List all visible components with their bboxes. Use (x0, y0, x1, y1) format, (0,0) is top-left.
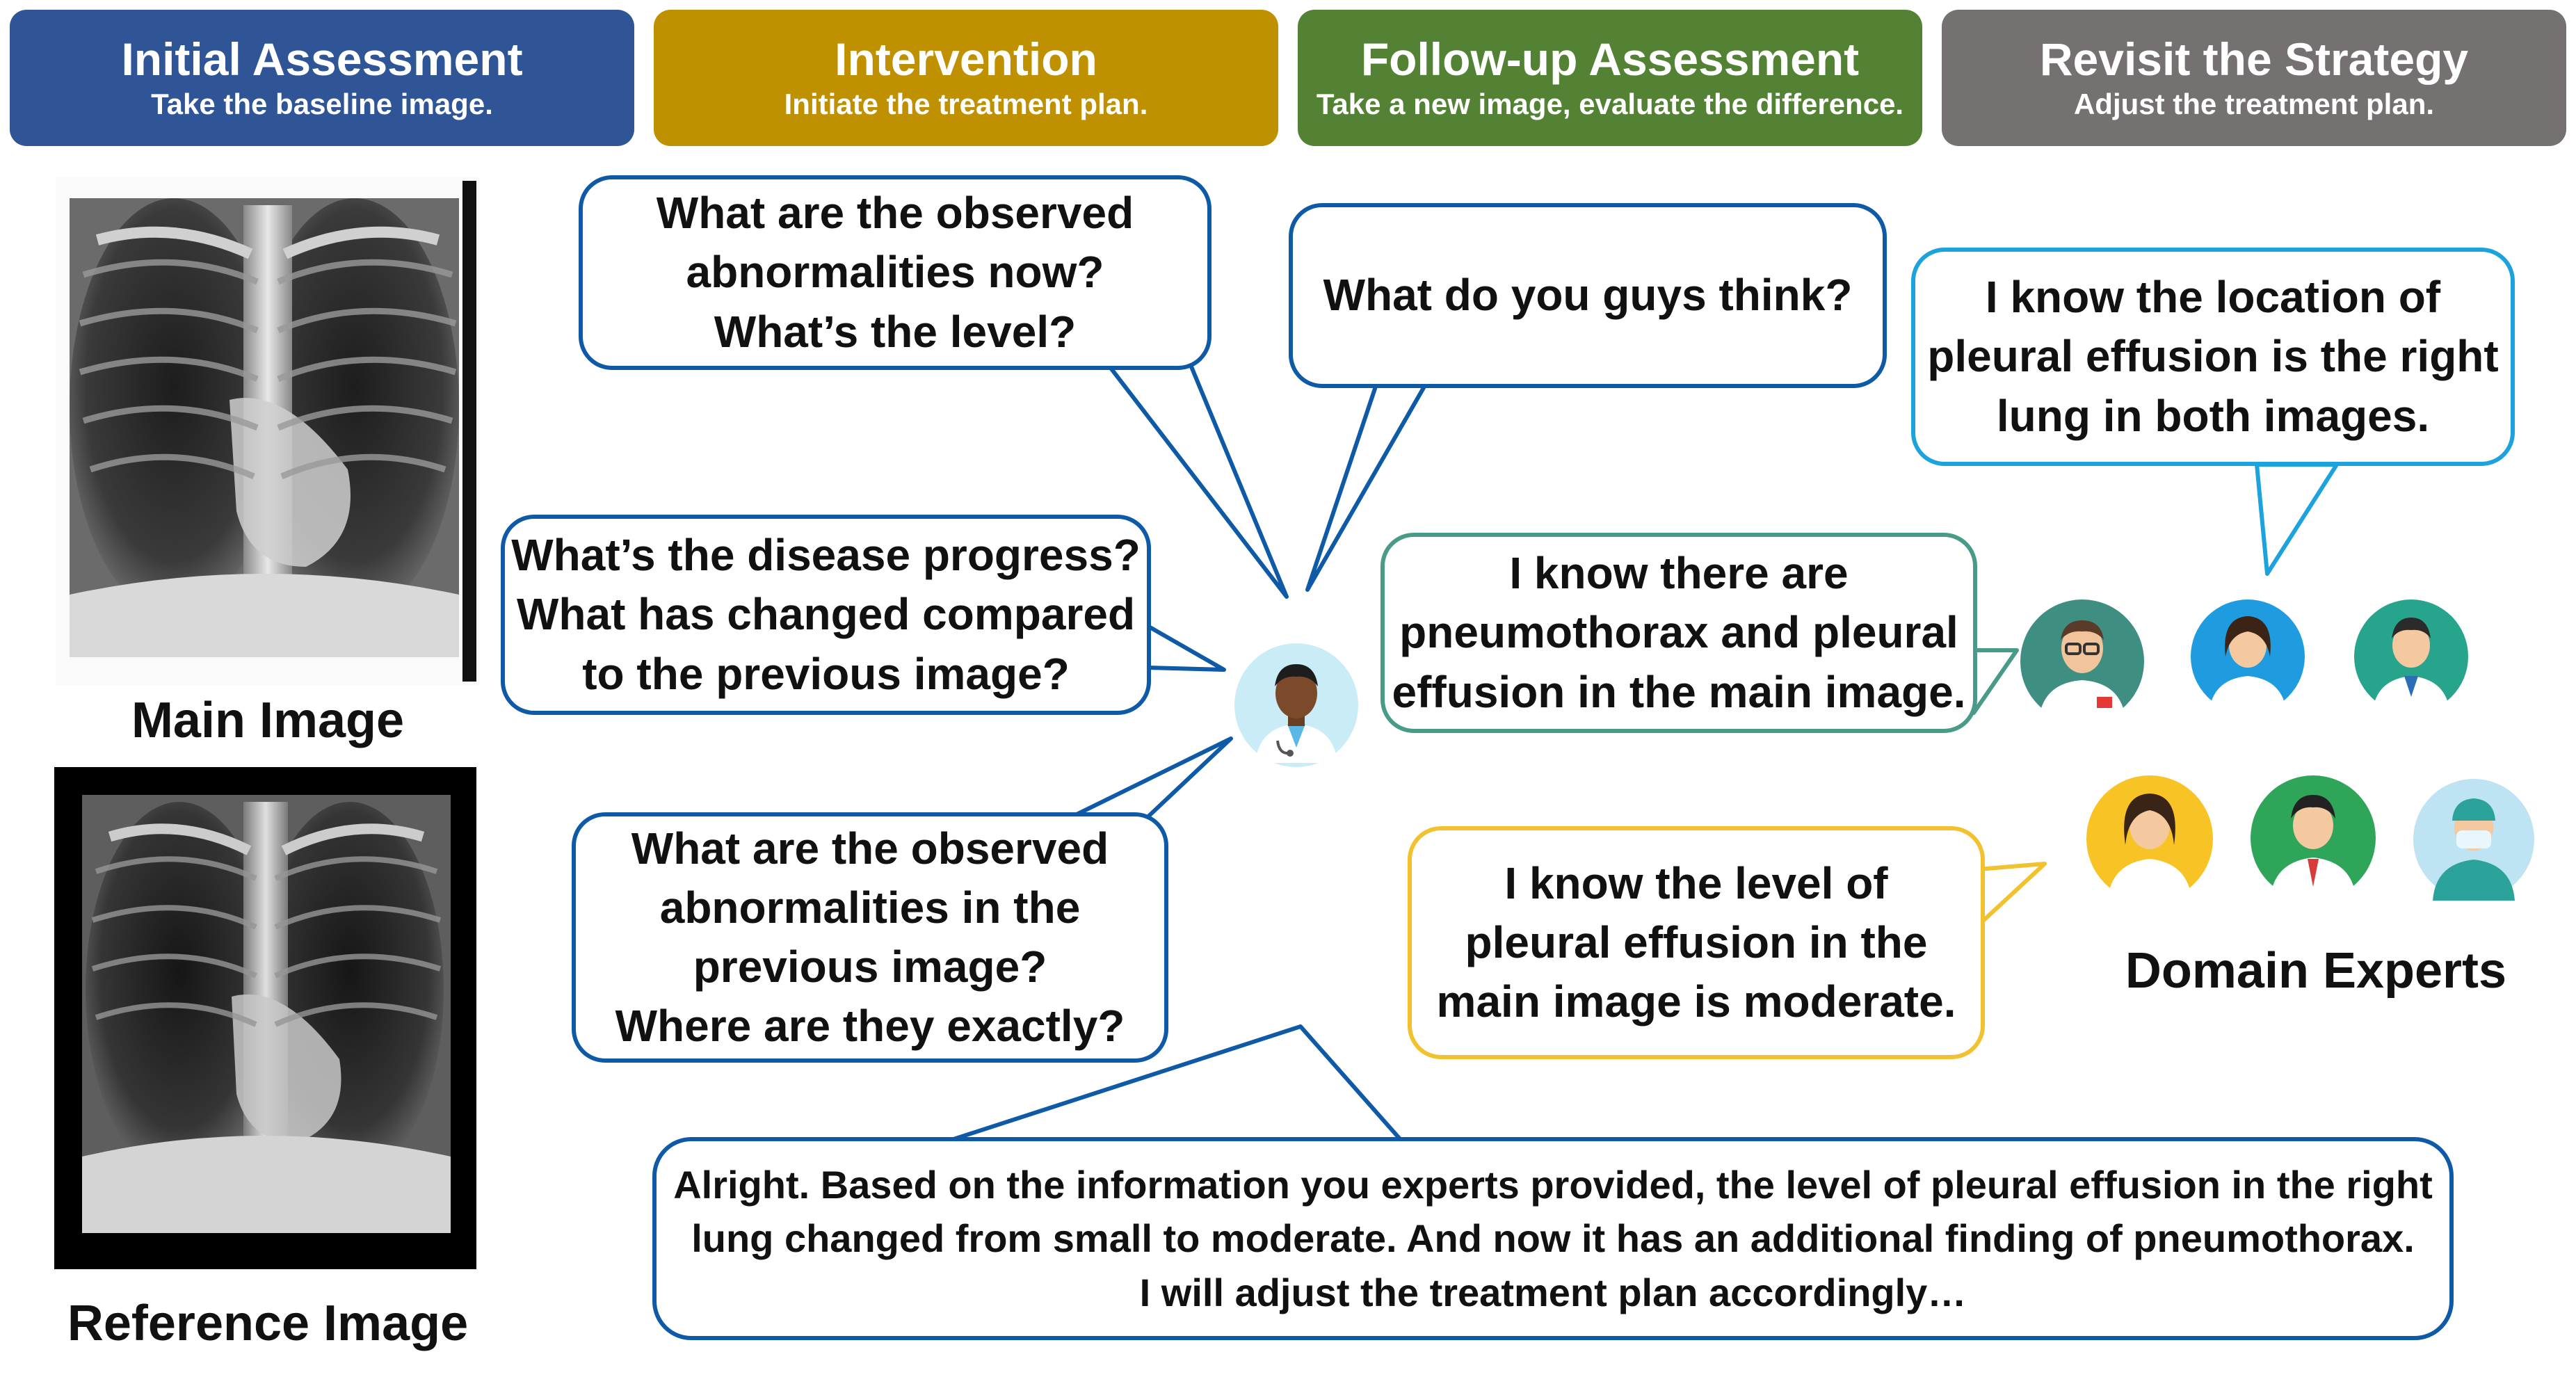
bubble-what-think: What do you guys think? (1289, 203, 1887, 388)
reference-image-caption: Reference Image (67, 1296, 469, 1351)
expert-avatar-male-green (2251, 775, 2376, 901)
tail-previous-abnormalities (1069, 736, 1233, 819)
reference-xray-image (54, 767, 476, 1269)
stage-initial-assessment: Initial Assessment Take the baseline ima… (10, 10, 634, 146)
stage-intervention: Intervention Initiate the treatment plan… (654, 10, 1278, 146)
main-image-caption: Main Image (131, 693, 405, 748)
expert-avatar-female-blue (2191, 599, 2305, 714)
stage-title: Intervention (835, 33, 1097, 85)
doctor-avatar (1234, 643, 1358, 767)
bubble-text: Alright. Based on the information you ex… (673, 1163, 2433, 1314)
main-xray-image (56, 177, 480, 685)
bubble-level-expert: I know the level of pleural effusion in … (1408, 826, 1985, 1059)
stage-title: Revisit the Strategy (2039, 33, 2469, 85)
bubble-text: I know there are pneumothorax and pleura… (1392, 548, 1966, 717)
bubble-text: I know the location of pleural effusion … (1927, 272, 2499, 441)
stage-subtitle: Take the baseline image. (151, 87, 493, 120)
tail-findings-expert (1972, 648, 2019, 715)
bubble-text: What are the observed abnormalities in t… (615, 823, 1125, 1052)
bubble-findings-expert: I know there are pneumothorax and pleura… (1380, 533, 1977, 733)
bubble-abnormalities-now: What are the observed abnormalities now?… (579, 175, 1211, 370)
stage-subtitle: Adjust the treatment plan. (2073, 87, 2435, 120)
expert-avatar-glasses (2020, 599, 2144, 723)
expert-avatar-male-teal (2354, 599, 2468, 714)
main-xray-drawing (56, 177, 480, 685)
stage-subtitle: Take a new image, evaluate the differenc… (1316, 87, 1904, 120)
bubble-conclusion: Alright. Based on the information you ex… (652, 1137, 2454, 1340)
tail-location-expert (2255, 462, 2339, 576)
tail-level-expert (1977, 862, 2047, 927)
stage-subtitle: Initiate the treatment plan. (784, 87, 1148, 120)
bubble-text: What do you guys think? (1323, 270, 1853, 321)
bubble-previous-abnormalities: What are the observed abnormalities in t… (572, 812, 1168, 1063)
expert-avatar-female-yellow (2086, 775, 2213, 903)
bubble-text: I know the level of pleural effusion in … (1436, 857, 1956, 1027)
stage-title: Follow-up Assessment (1360, 33, 1860, 85)
reference-xray-drawing (54, 767, 476, 1269)
stage-revisit-strategy: Revisit the Strategy Adjust the treatmen… (1942, 10, 2566, 146)
bubble-text: What are the observed abnormalities now?… (656, 188, 1134, 357)
stage-follow-up-assessment: Follow-up Assessment Take a new image, e… (1298, 10, 1922, 146)
expert-avatar-surgeon (2413, 779, 2534, 901)
tail-disease-progress (1145, 624, 1226, 672)
domain-experts-label: Domain Experts (2125, 943, 2507, 999)
bubble-disease-progress: What’s the disease progress? What has ch… (501, 515, 1151, 715)
bubble-location-expert: I know the location of pleural effusion … (1911, 248, 2515, 466)
bubble-text: What’s the disease progress? What has ch… (511, 530, 1141, 699)
stage-title: Initial Assessment (121, 33, 523, 85)
